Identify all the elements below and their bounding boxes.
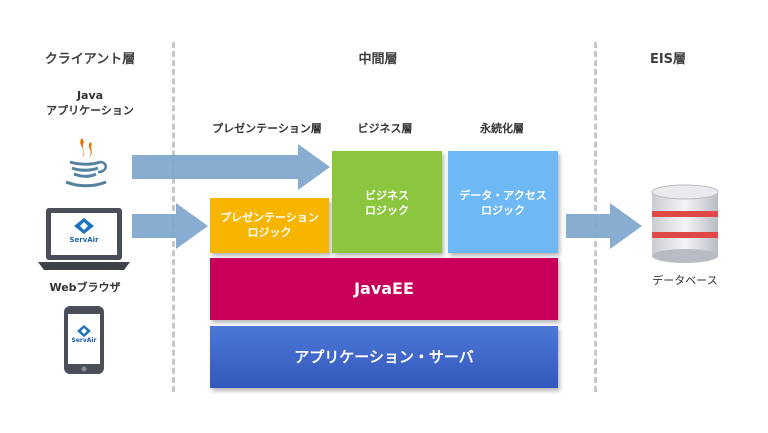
database-icon [651, 184, 719, 263]
data-access-logic-box: データ・アクセス ロジック [448, 151, 558, 253]
data-access-logic-line1: データ・アクセス [459, 189, 547, 202]
arrow-java-to-business [132, 144, 330, 190]
database-label: データベース [652, 274, 718, 287]
presentation-logic-line1: プレゼンテーション [220, 210, 319, 224]
smartphone-brand: ServAir [71, 337, 97, 344]
business-tier-label: ビジネス層 [357, 122, 413, 135]
presentation-logic-box: プレゼンテーション ロジック [210, 198, 329, 253]
java-app-label-line2: アプリケーション [46, 104, 134, 118]
laptop-brand: ServAir [69, 236, 99, 244]
business-logic-line1: ビジネス [365, 189, 409, 202]
business-logic-box: ビジネス ロジック [332, 151, 442, 253]
java-cup-icon [65, 138, 107, 188]
app-server-layer: アプリケーション・サーバ [210, 326, 558, 388]
arrow-data-access-to-database [566, 203, 642, 249]
javaee-layer: JavaEE [210, 258, 558, 320]
arrow-browser-to-presentation [132, 203, 208, 249]
app-server-label: アプリケーション・サーバ [294, 347, 474, 366]
javaee-label: JavaEE [354, 279, 414, 299]
client-tier-header: クライアント層 [44, 52, 136, 67]
java-app-label-line1: Java [76, 89, 104, 102]
presentation-tier-label: プレゼンテーション層 [212, 122, 322, 135]
web-browser-label: Webブラウザ [49, 281, 121, 294]
laptop-icon [38, 208, 130, 270]
smartphone-icon [64, 306, 104, 374]
business-logic-line2: ロジック [365, 203, 409, 217]
persistence-tier-label: 永続化層 [480, 122, 524, 135]
eis-tier-header: EIS層 [649, 52, 687, 67]
java-app-label: Java アプリケーション [38, 88, 142, 119]
data-access-logic-line2: ロジック [481, 203, 525, 217]
presentation-logic-line2: ロジック [247, 225, 292, 239]
middle-tier-header: 中間層 [358, 52, 398, 67]
